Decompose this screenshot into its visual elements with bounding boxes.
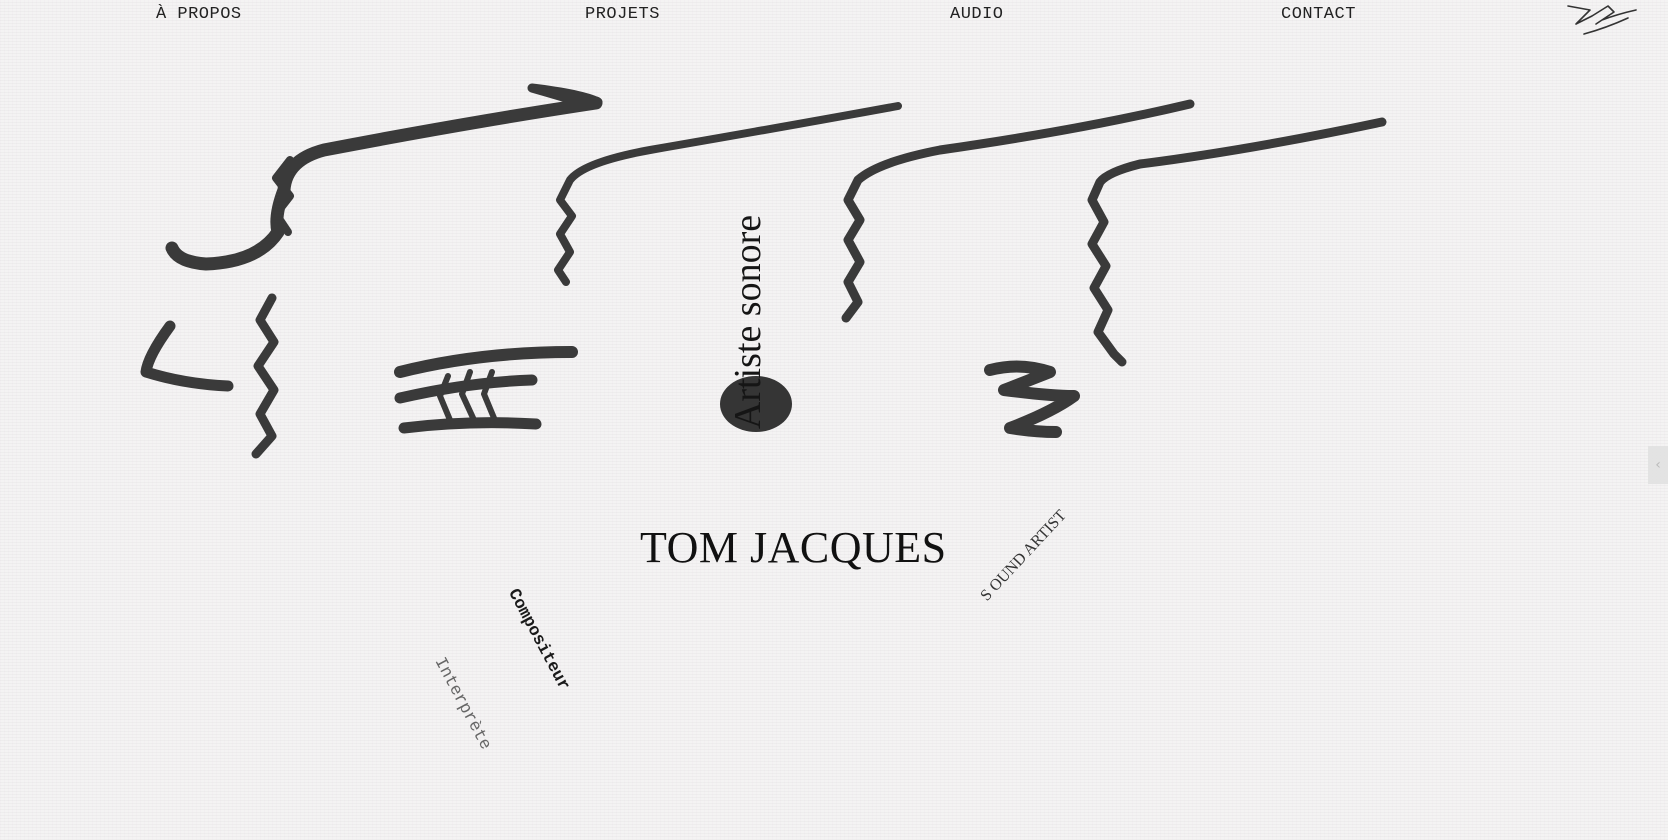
top-navigation: À PROPOS PROJETS AUDIO CONTACT xyxy=(0,0,1668,35)
artist-role-heading: Artiste sonore xyxy=(727,214,769,430)
nav-link-audio[interactable]: AUDIO xyxy=(950,5,1004,24)
chevron-left-icon: ‹ xyxy=(1655,457,1661,473)
side-panel-toggle-button[interactable]: ‹ xyxy=(1648,446,1668,484)
artist-name-title: TOM JACQUES xyxy=(640,523,947,572)
nav-link-a-propos[interactable]: À PROPOS xyxy=(156,5,242,24)
nav-link-projets[interactable]: PROJETS xyxy=(585,5,660,24)
signature-scribble-icon[interactable] xyxy=(1562,0,1642,40)
nav-link-contact[interactable]: CONTACT xyxy=(1281,5,1356,24)
